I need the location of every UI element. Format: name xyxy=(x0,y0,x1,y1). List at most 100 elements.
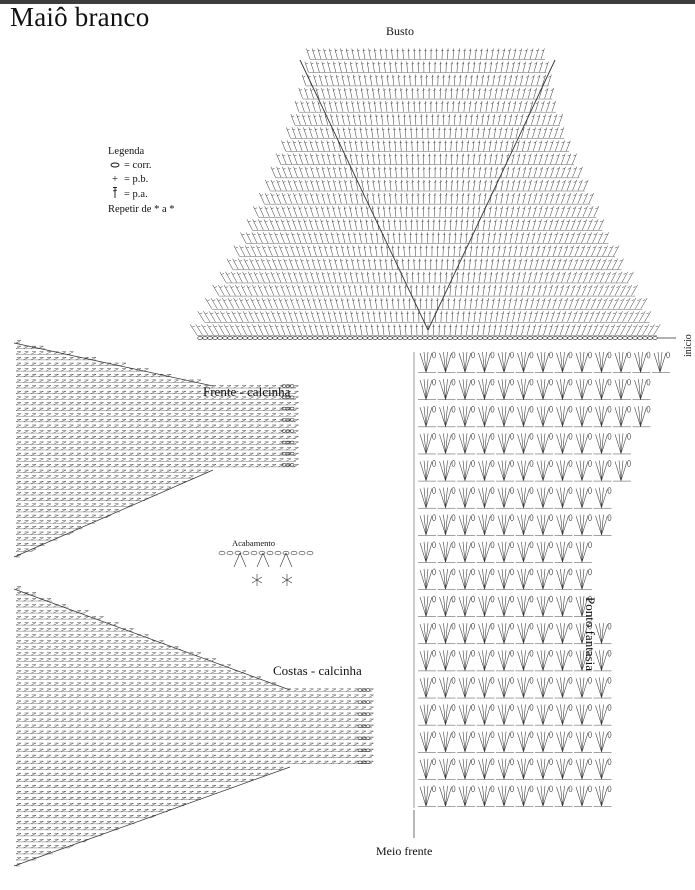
bust-stitch-bar xyxy=(404,128,407,131)
fan-stitch xyxy=(419,596,427,617)
bust-stitch xyxy=(494,87,498,99)
bust-stitch-bar xyxy=(348,233,351,236)
fan-stitch xyxy=(484,677,487,698)
bust-stitch xyxy=(447,101,449,112)
frente-stitch xyxy=(255,402,262,406)
base-chain-oval xyxy=(282,336,288,340)
bust-stitch xyxy=(467,192,470,204)
fan-stitch xyxy=(521,514,524,535)
frente-stitch xyxy=(270,436,277,439)
bust-stitch xyxy=(544,87,549,99)
bust-stitch-bar xyxy=(336,76,339,78)
bust-stitch-bar xyxy=(533,89,537,91)
bust-stitch-bar xyxy=(280,247,283,249)
fan-stitch xyxy=(423,650,427,671)
bust-stitch xyxy=(326,219,330,230)
bust-stitch xyxy=(293,153,298,165)
bust-stitch xyxy=(616,271,623,283)
bust-stitch xyxy=(345,258,349,270)
frente-stitch xyxy=(38,452,44,456)
fan-stitch xyxy=(501,677,505,698)
base-chain-oval xyxy=(567,336,573,340)
bust-stitch-bar xyxy=(312,260,315,262)
frente-stitch xyxy=(293,430,299,434)
bust-stitch xyxy=(303,284,308,296)
bust-stitch xyxy=(403,245,405,257)
bust-stitch-bar xyxy=(502,260,505,262)
bust-stitch-bar xyxy=(255,273,258,275)
fan-chain-oval xyxy=(432,514,436,522)
bust-stitch-bar xyxy=(287,325,290,328)
bust-stitch-bar xyxy=(385,299,389,301)
bust-stitch xyxy=(352,114,356,125)
fan-stitch xyxy=(458,488,466,508)
fan-chain-oval xyxy=(549,514,553,522)
bust-stitch-bar xyxy=(432,286,435,288)
fan-stitch xyxy=(562,785,565,807)
bust-stitch-bar xyxy=(567,207,570,209)
bust-stitch-bar xyxy=(227,312,231,314)
frente-stitch xyxy=(248,441,254,445)
bust-stitch xyxy=(461,153,464,165)
base-chain-oval xyxy=(307,336,313,340)
bust-stitch xyxy=(372,166,375,178)
bust-stitch-bar xyxy=(417,181,420,183)
fan-chain-oval xyxy=(646,405,651,413)
fan-stitch xyxy=(562,380,569,400)
bust-stitch-bar xyxy=(607,312,610,314)
frente-stitch xyxy=(248,419,254,423)
base-chain-oval xyxy=(232,336,238,340)
bust-stitch-bar xyxy=(465,325,469,328)
bust-stitch-bar xyxy=(436,247,439,249)
frente-stitch xyxy=(98,419,104,423)
bust-stitch xyxy=(627,311,635,322)
bust-stitch xyxy=(463,258,466,270)
bust-stitch-bar xyxy=(415,128,419,131)
fan-stitch xyxy=(501,379,505,400)
bust-stitch xyxy=(383,192,386,204)
frente-stitch xyxy=(60,402,67,406)
bust-stitch-bar xyxy=(339,312,342,314)
fan-stitch xyxy=(503,650,507,671)
bust-stitch xyxy=(492,114,496,125)
frente-stitch xyxy=(53,368,59,372)
frente-stitch xyxy=(75,396,82,400)
bust-stitch-bar xyxy=(476,128,480,131)
fan-stitch xyxy=(445,352,452,373)
fan-stitch xyxy=(425,651,433,671)
bust-stitch xyxy=(629,297,637,309)
fan-stitch xyxy=(536,596,544,617)
bust-stitch-bar xyxy=(531,299,534,301)
bust-stitch-bar xyxy=(298,220,302,223)
bust-stitch-bar xyxy=(332,207,336,209)
frente-stitch xyxy=(30,430,37,434)
bust-stitch xyxy=(328,48,333,60)
frente-stitch xyxy=(98,441,104,445)
bust-stitch-bar xyxy=(551,312,555,314)
bust-stitch-bar xyxy=(359,325,363,328)
bust-stitch-bar xyxy=(369,299,372,301)
bust-stitch-bar xyxy=(330,247,333,249)
bust-stitch-bar xyxy=(371,220,374,223)
bust-stitch xyxy=(304,206,309,217)
bust-stitch xyxy=(246,324,253,336)
bust-stitch-bar xyxy=(471,286,474,288)
bust-stitch xyxy=(405,127,407,138)
frente-stitch xyxy=(128,419,134,423)
bust-stitch xyxy=(320,219,324,230)
bust-stitch xyxy=(286,127,291,139)
fan-chain-oval xyxy=(607,514,612,522)
fan-stitch xyxy=(601,460,604,481)
fan-stitch xyxy=(458,542,466,563)
bust-stitch-bar xyxy=(336,233,340,236)
bust-stitch-bar xyxy=(603,299,607,301)
bust-stitch-bar xyxy=(212,299,216,301)
bust-stitch-bar xyxy=(372,168,375,170)
fan-stitch xyxy=(425,487,429,508)
bust-stitch xyxy=(295,298,301,309)
bust-stitch xyxy=(368,48,371,60)
bust-stitch xyxy=(611,311,618,322)
bust-stitch xyxy=(315,87,320,99)
bust-stitch xyxy=(583,311,589,322)
bust-stitch xyxy=(340,48,344,60)
